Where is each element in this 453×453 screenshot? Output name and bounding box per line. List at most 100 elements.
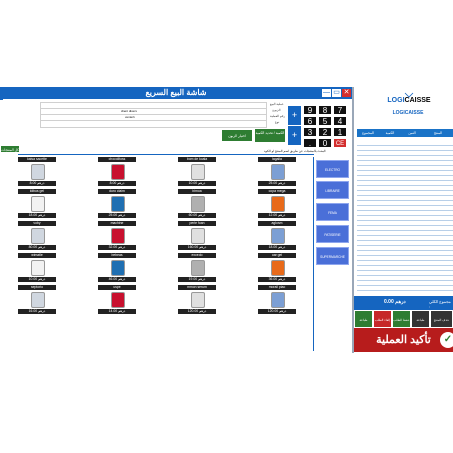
category-patiserie[interactable]: PATISERIE: [316, 225, 349, 243]
check-icon: ✓: [440, 332, 453, 348]
cart-row: [357, 275, 453, 281]
key-7[interactable]: 7: [333, 105, 347, 115]
product-name: kiibus gel: [18, 189, 56, 194]
close-button[interactable]: ✕: [342, 89, 351, 97]
key-4[interactable]: 4: [333, 116, 347, 126]
product-price: 36.00 درهم: [258, 277, 296, 282]
choose-customer-button[interactable]: اختيار الزبون: [221, 129, 253, 142]
product-name: wimatle: [18, 253, 56, 258]
category-electro[interactable]: ELECTRO: [316, 160, 349, 178]
category-supermarche[interactable]: SUPERMARCHE: [316, 247, 349, 265]
product-name: uspe: [98, 285, 136, 290]
product-image: [271, 260, 285, 276]
key-6[interactable]: 6: [303, 116, 317, 126]
total-value: 0.00 درهم: [384, 299, 406, 305]
side-btn-1[interactable]: طباعة: [354, 310, 373, 328]
key-ce[interactable]: CE: [333, 138, 347, 148]
product-image: [191, 196, 205, 212]
cart-row: [357, 150, 453, 156]
plus-button-bottom[interactable]: +: [288, 126, 301, 145]
product-image: [271, 292, 285, 308]
cart-row: [357, 245, 453, 251]
product-price: 18.00 درهم: [18, 213, 56, 218]
product-price: 60.00 درهم: [178, 213, 216, 218]
cart-row: [357, 205, 453, 211]
quantity-button[interactable]: الكمية / تحديد الكمية: [254, 128, 286, 143]
col-price: الثمن: [401, 129, 423, 137]
key-2[interactable]: 2: [318, 127, 332, 137]
type-field[interactable]: [40, 120, 267, 128]
window-titlebar: شاشة البيع السريع — ▭ ✕: [0, 87, 352, 99]
product-name: kaisa sacette: [18, 157, 56, 162]
label-doc: رقم العملية: [270, 114, 286, 118]
label-customer: الزبون: [272, 108, 281, 112]
category-fema[interactable]: FEMA: [316, 203, 349, 221]
product-card[interactable]: wimatle 10.00 درهم: [18, 253, 56, 283]
maximize-button[interactable]: ▭: [332, 89, 341, 97]
cart-row: [357, 140, 453, 146]
key-5[interactable]: 5: [318, 116, 332, 126]
side-btn-2[interactable]: إلغاء الطلب: [373, 310, 392, 328]
all-products-button[interactable]: كل المنتجات: [0, 145, 20, 153]
product-name: bebeas: [98, 253, 136, 258]
window-title: شاشة البيع السريع: [145, 88, 207, 97]
category-libraire[interactable]: LIBRAIRE: [316, 181, 349, 199]
search-label: البحث بالمنتجات عن طريق اسم المنتج او ال…: [264, 149, 326, 153]
grid-divider: [18, 154, 314, 155]
cart-row: [357, 225, 453, 231]
minimize-button[interactable]: —: [322, 89, 331, 97]
key-1[interactable]: 1: [333, 127, 347, 137]
key-3[interactable]: 3: [303, 127, 317, 137]
col-qty: الكمية: [379, 129, 401, 137]
product-name: morail piao: [258, 285, 296, 290]
product-image: [191, 292, 205, 308]
panel-divider: [352, 87, 354, 353]
product-image: [111, 260, 125, 276]
confirm-sale-button[interactable]: تأكيد العملية ✓: [354, 328, 453, 352]
brand-logo: LOGICAISSE: [385, 92, 433, 106]
document-value: vente/1: [125, 115, 135, 119]
product-image: [191, 260, 205, 276]
cart-row: [357, 270, 453, 276]
label-type: نوع: [275, 120, 280, 124]
product-name: aglosm: [258, 221, 296, 226]
side-btn-5[interactable]: حذف المنتج: [430, 310, 453, 328]
product-name: bimoa: [178, 189, 216, 194]
product-card[interactable]: bimoa 60.00 درهم: [178, 189, 216, 219]
product-image: [191, 228, 205, 244]
key-dot[interactable]: .: [303, 138, 317, 148]
key-0[interactable]: 0: [318, 138, 332, 148]
key-9[interactable]: 9: [303, 105, 317, 115]
cart-row: [357, 265, 453, 271]
plus-button-top[interactable]: +: [288, 106, 301, 125]
product-card[interactable]: morail piao 120.00 درهم: [258, 285, 296, 315]
side-btn-3[interactable]: حفظ الطلب: [392, 310, 411, 328]
product-image: [271, 196, 285, 212]
category-divider: [313, 157, 314, 351]
search-strip[interactable]: البحث بالمنتجات عن طريق اسم المنتج او ال…: [264, 148, 353, 154]
product-price: 120.00 درهم: [258, 309, 296, 314]
product-price: 25.00 درهم: [258, 181, 296, 186]
product-card[interactable]: kiibus gel 18.00 درهم: [18, 189, 56, 219]
cart-row: [357, 160, 453, 166]
side-btn-4[interactable]: طباعة الفاتورة: [411, 310, 430, 340]
product-price: 10.00 درهم: [18, 277, 56, 282]
key-8[interactable]: 8: [318, 105, 332, 115]
label-sale: عملية البيع: [270, 102, 284, 106]
